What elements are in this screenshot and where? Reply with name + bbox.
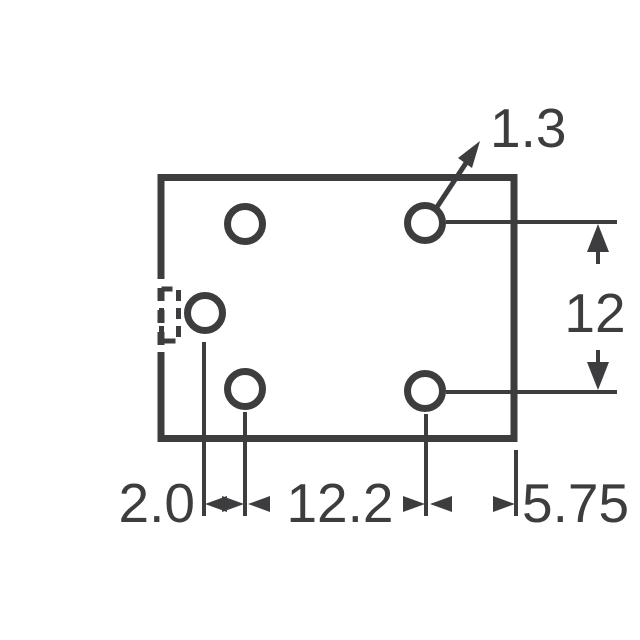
hole-middle-left: [184, 292, 226, 334]
leader-arrowhead-icon: [458, 141, 480, 168]
dim-arrow-right-icon: [403, 496, 425, 512]
left-pin-offset-label: 2.0: [119, 472, 195, 534]
right-edge-offset-label: 5.75: [522, 472, 629, 534]
dim-arrow-left-icon: [205, 496, 227, 512]
dim-arrow-left-icon: [430, 496, 452, 512]
dim-arrow-right-icon: [222, 496, 244, 512]
dim-arrow-up-icon: [587, 224, 609, 252]
hole-spacing-label: 12.2: [286, 472, 393, 534]
leader-line: [434, 158, 471, 209]
hole-bottom-left: [224, 368, 266, 410]
dim-arrow-right-icon: [493, 496, 515, 512]
hole-top-right: [404, 202, 446, 244]
hole-bottom-right: [404, 370, 446, 412]
dim-arrow-left-icon: [248, 496, 270, 512]
hole-diameter-label: 1.3: [490, 97, 566, 159]
hole-top-left: [224, 203, 266, 245]
body-outline: [157, 174, 518, 442]
dim-arrow-down-icon: [587, 362, 609, 390]
vertical-pitch-label: 12: [564, 282, 625, 344]
tab-dashed-outline: [159, 286, 181, 344]
